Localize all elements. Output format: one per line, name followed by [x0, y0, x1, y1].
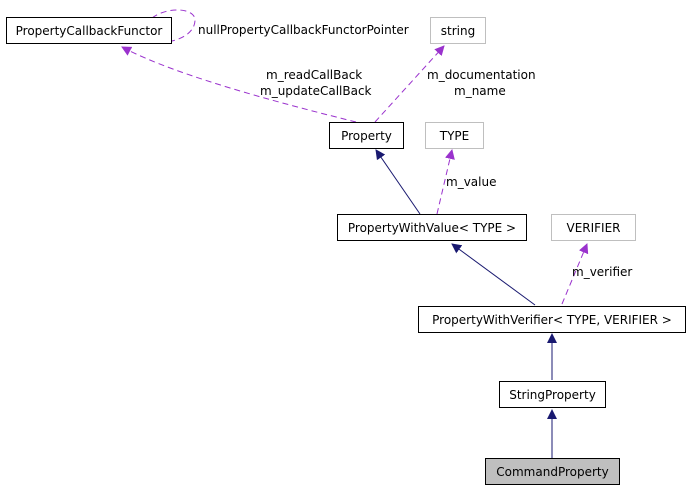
node-label: StringProperty	[509, 387, 596, 402]
edge-property-to-string	[374, 45, 445, 123]
node-label: TYPE	[439, 128, 470, 143]
node-property-with-value[interactable]: PropertyWithValue< TYPE >	[337, 214, 527, 241]
node-string-property[interactable]: StringProperty	[499, 381, 606, 408]
node-property-with-verifier[interactable]: PropertyWithVerifier< TYPE, VERIFIER >	[418, 306, 686, 333]
node-label: PropertyWithValue< TYPE >	[347, 220, 517, 235]
node-label: CommandProperty	[496, 464, 609, 479]
node-string[interactable]: string	[430, 17, 486, 44]
edge-label-null-pointer: nullPropertyCallbackFunctorPointer	[198, 23, 409, 37]
node-label: PropertyWithVerifier< TYPE, VERIFIER >	[432, 312, 672, 327]
edge-property-with-value-to-property	[375, 149, 421, 215]
node-type[interactable]: TYPE	[425, 122, 484, 149]
edge-property-with-value-to-type	[436, 149, 455, 215]
edge-label-read-callback: m_readCallBack	[266, 68, 363, 82]
node-label: Property	[341, 128, 392, 143]
node-property[interactable]: Property	[329, 122, 404, 149]
edge-label-value: m_value	[446, 175, 497, 189]
edge-label-documentation: m_documentation	[427, 68, 536, 82]
edge-property-with-verifier-to-property-with-value	[451, 243, 536, 306]
node-verifier[interactable]: VERIFIER	[551, 214, 636, 241]
node-label: PropertyCallbackFunctor	[15, 23, 163, 38]
edge-property-with-verifier-to-verifier	[561, 243, 589, 305]
node-property-callback-functor[interactable]: PropertyCallbackFunctor	[6, 17, 172, 44]
node-label: string	[440, 23, 476, 38]
edge-label-verifier: m_verifier	[572, 265, 633, 279]
edge-label-update-callback: m_updateCallBack	[260, 84, 372, 98]
node-label: VERIFIER	[566, 220, 621, 235]
edge-label-name: m_name	[454, 84, 506, 98]
node-command-property[interactable]: CommandProperty	[485, 458, 620, 485]
edge-property-to-callback-functor	[121, 46, 357, 123]
